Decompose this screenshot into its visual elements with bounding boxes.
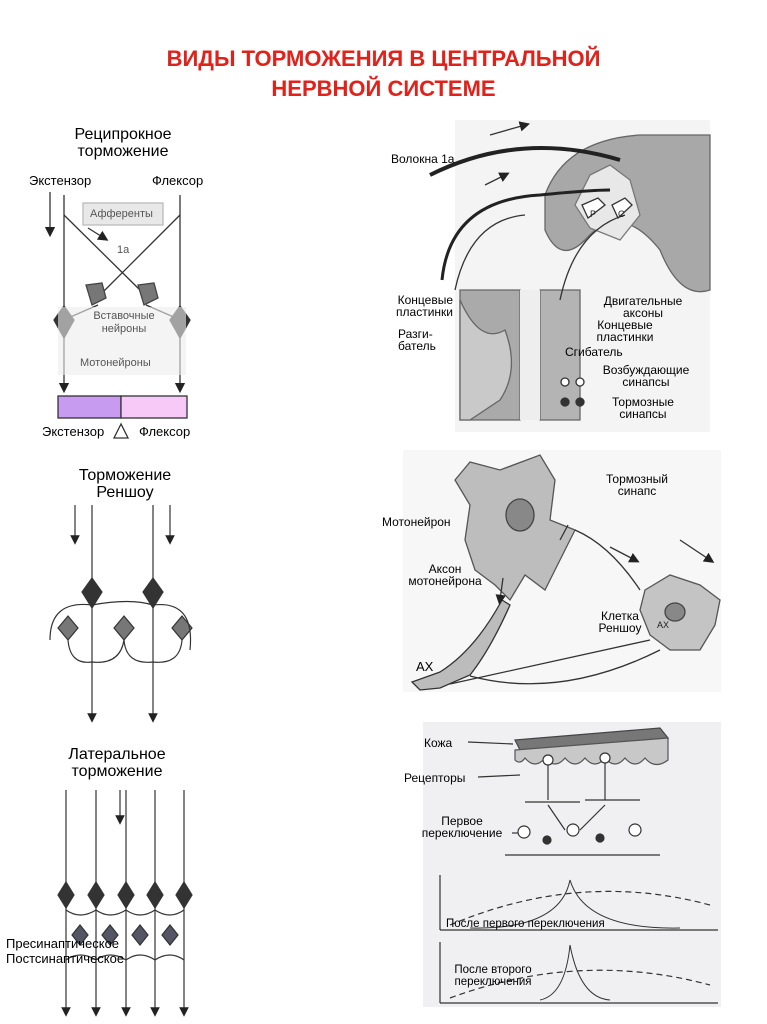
after-first-switch-label: После первого переключения	[446, 918, 605, 930]
excitatory-line-2: синапсы	[622, 375, 670, 389]
flexor-top-label: Флексор	[152, 173, 204, 188]
renshaw-cell-line-1: Клетка	[601, 609, 639, 623]
motor-axons-line-2: аксоны	[622, 306, 664, 320]
axon-line-1: Аксон	[428, 562, 462, 576]
title-line-1: ВИДЫ ТОРМОЖЕНИЯ В ЦЕНТРАЛЬНОЙ	[166, 46, 601, 71]
interneurons-label: Вставочные нейроны	[75, 310, 173, 336]
inhibitory-synapses-label: Тормозные синапсы	[598, 396, 688, 420]
axon-label: Аксон мотонейрона	[395, 563, 495, 587]
after-second-line-2: переключения	[454, 976, 532, 988]
motoneuron-label: Мотонейрон	[382, 515, 451, 529]
reciprocal-heading-line-2: торможение	[77, 143, 169, 160]
cell-p-label: Р	[590, 209, 596, 219]
renshaw-cell-line-2: Реншоу	[598, 621, 642, 635]
end-plates-left-line-2: пластинки	[396, 305, 453, 319]
inhibitory-synapse-line-2: синапс	[617, 484, 657, 498]
reciprocal-heading-line-1: Реципрокное	[74, 126, 172, 143]
first-switch-label: Первое переключение	[413, 815, 511, 839]
extensor-muscle-line-2: батель	[398, 339, 436, 353]
inhibitory-synapse-line-1: Тормозный	[606, 472, 668, 486]
afferents-label: Афференты	[90, 208, 153, 220]
end-plates-right-line-2: пластинки	[596, 330, 654, 344]
end-plates-right-line-1: Концевые	[597, 318, 653, 332]
excitatory-synapses-label: Возбуждающие синапсы	[593, 364, 699, 388]
inhibitory-line-2: синапсы	[619, 407, 667, 421]
first-switch-line-1: Первое	[441, 814, 483, 828]
after-second-switch-label: После второго переключения	[443, 964, 543, 988]
extensor-muscle-label: Разги- батель	[398, 328, 436, 352]
postsynaptic-label: Постсинаптическое	[6, 951, 125, 966]
lateral-heading-line-1: Латеральное	[68, 746, 166, 763]
extensor-top-label: Экстензор	[29, 173, 92, 188]
renshaw-heading: Торможение Реншоу	[50, 467, 200, 501]
renshaw-cell-diagram: АХ	[403, 450, 721, 692]
skin-label: Кожа	[424, 736, 453, 750]
lateral-heading-line-2: торможение	[71, 763, 163, 780]
cell-c-label: С	[618, 209, 625, 219]
axon-line-2: мотонейрона	[408, 574, 482, 588]
lateral-heading: Латеральное торможение	[42, 746, 192, 780]
flexor-bottom-label: Флексор	[139, 424, 191, 439]
extensor-muscle-line-1: Разги-	[398, 327, 433, 341]
reciprocal-heading: Реципрокное торможение	[48, 126, 198, 160]
end-plates-right-label: Концевые пластинки	[585, 319, 665, 343]
title-line-2: НЕРВНОЙ СИСТЕМЕ	[271, 76, 496, 101]
ax-label: АХ	[416, 659, 434, 674]
fibers-1a-label: Волокна 1а	[391, 152, 455, 166]
motoneurons-label: Мотонейроны	[80, 357, 151, 369]
receptors-label: Рецепторы	[404, 771, 466, 785]
interneurons-line-2: нейроны	[101, 323, 147, 335]
motor-axons-label: Двигательные аксоны	[590, 295, 696, 319]
end-plates-left-label: Концевые пластинки	[385, 294, 453, 318]
renshaw-heading-line-2: Реншоу	[96, 484, 154, 501]
page-title: ВИДЫ ТОРМОЖЕНИЯ В ЦЕНТРАЛЬНОЙ НЕРВНОЙ СИ…	[0, 44, 767, 104]
inhibitory-line-1: Тормозные	[612, 395, 674, 409]
skin-diagram	[423, 722, 721, 1007]
after-second-line-1: После второго	[454, 964, 532, 976]
inhibitory-synapse-label: Тормозный синапс	[592, 473, 682, 497]
renshaw-cell-label: Клетка Реншоу	[592, 610, 648, 634]
flexor-muscle-label: Сгибатель	[565, 345, 623, 359]
renshaw-ax-small-label: АХ	[657, 620, 669, 630]
motor-axons-line-1: Двигательные	[603, 294, 683, 308]
presynaptic-label: Пресинаптическое	[6, 936, 120, 951]
renshaw-diagram	[49, 505, 193, 723]
spinal-diagram: Р С	[429, 120, 711, 432]
lateral-diagram	[57, 790, 193, 1017]
excitatory-line-1: Возбуждающие	[602, 363, 690, 377]
interneurons-line-1: Вставочные	[93, 310, 155, 322]
reciprocal-diagram	[44, 192, 191, 439]
extensor-bottom-label: Экстензор	[42, 424, 105, 439]
end-plates-left-line-1: Концевые	[397, 293, 453, 307]
first-switch-line-2: переключение	[421, 826, 503, 840]
fiber-1a-label: 1а	[117, 244, 130, 256]
renshaw-heading-line-1: Торможение	[78, 467, 172, 484]
